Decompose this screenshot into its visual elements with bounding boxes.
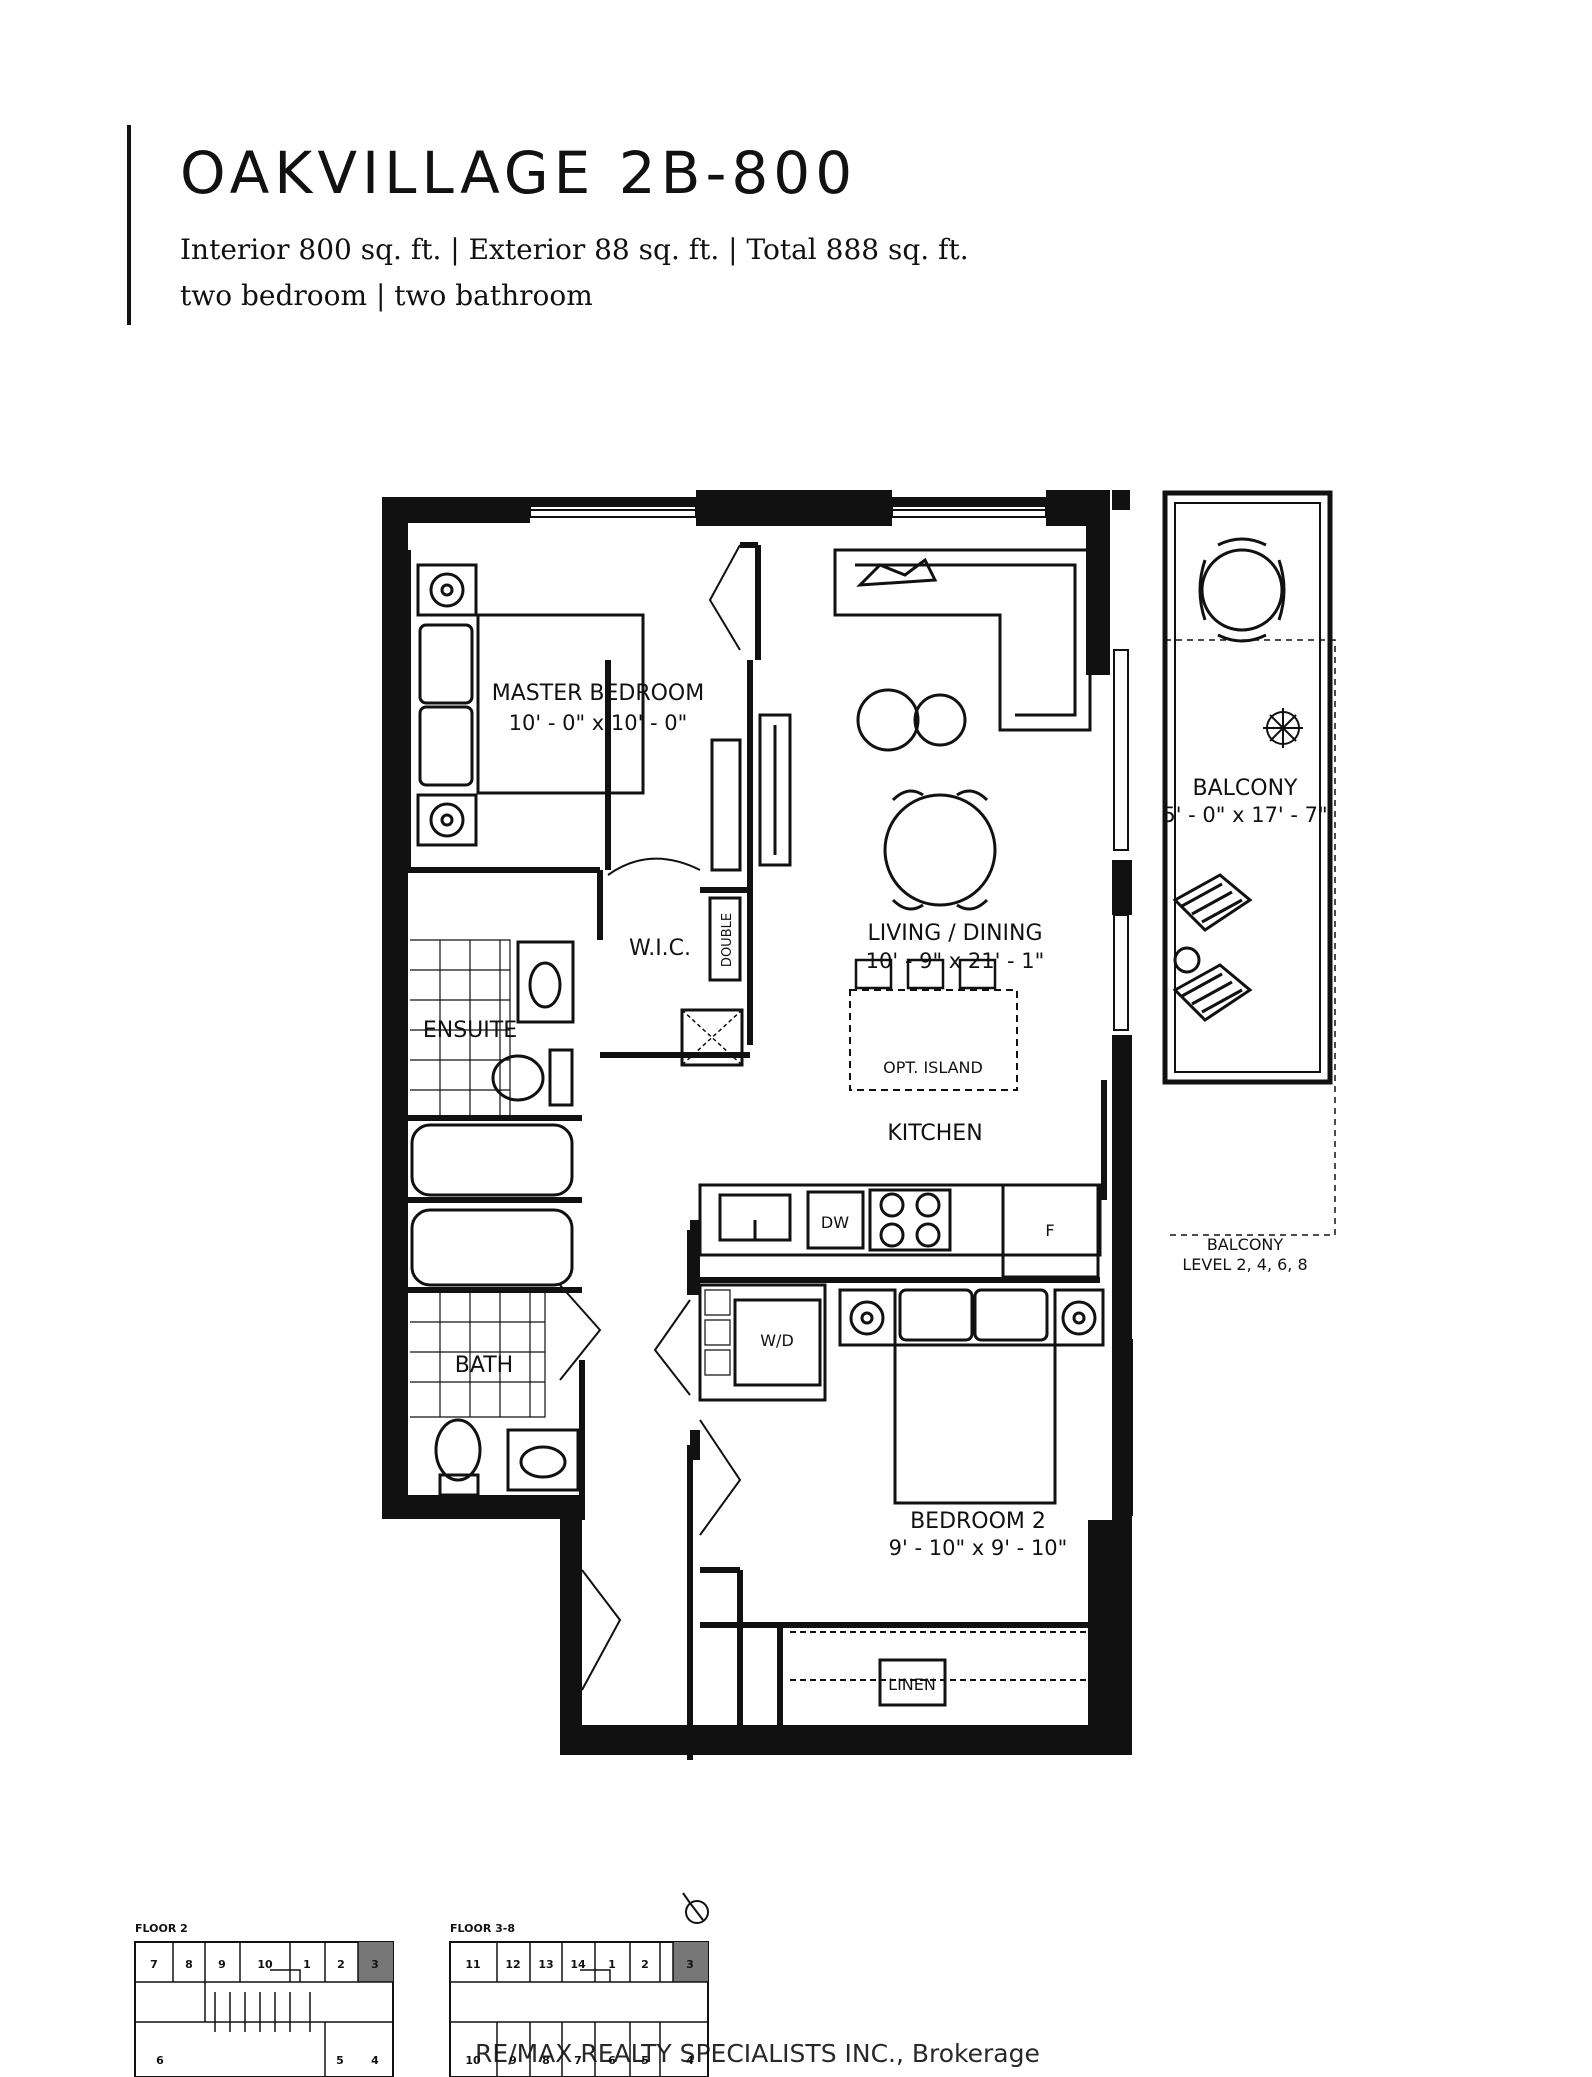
keyplan-floor3-8: FLOOR 3-8 11 12 13 14 1 2 3 10 9 8 7 6 5…	[449, 1922, 709, 2077]
island-stools	[854, 958, 997, 990]
laundry-closet	[698, 1283, 827, 1402]
balcony-plant	[1263, 708, 1303, 748]
keyplan-floor3-8-unit: 4	[686, 2054, 694, 2067]
keyplan-floor3-8-unit: 2	[641, 1958, 649, 1971]
kitchen-label: KITCHEN	[887, 1121, 982, 1146]
washer-dryer-label: W/D	[760, 1331, 794, 1350]
living-dining-label: LIVING / DINING	[867, 921, 1042, 946]
fridge-label: F	[1045, 1221, 1054, 1240]
compass-icon	[682, 1892, 709, 1924]
keyplan-floor3-8-unit: 1	[608, 1958, 616, 1971]
opt-island-label: OPT. ISLAND	[883, 1058, 983, 1077]
interior-walls	[405, 505, 1107, 1760]
keyplan-floor2: FLOOR 2 7 8 9 10 1 2 3 6 5 4	[134, 1922, 394, 2077]
keyplan-floor2-unit: 4	[371, 2054, 379, 2067]
keyplan-floor2-unit: 8	[185, 1958, 193, 1971]
windows	[529, 502, 1133, 1516]
dining-table	[883, 789, 997, 911]
area-specs: Interior 800 sq. ft. | Exterior 88 sq. f…	[180, 233, 969, 266]
ensuite-tiles	[410, 939, 511, 1121]
balcony-levels-list: LEVEL 2, 4, 6, 8	[1182, 1255, 1307, 1274]
dishwasher-label: DW	[821, 1213, 849, 1232]
balcony-label: BALCONY	[1193, 776, 1299, 801]
master-bed	[416, 563, 645, 847]
keyplan-floor2-unit: 9	[218, 1958, 226, 1971]
sofa	[833, 548, 1092, 732]
balcony-loungers	[1172, 873, 1253, 1022]
keyplan-floor2-label: FLOOR 2	[135, 1922, 188, 1935]
keyplan-floor2-unit: 2	[337, 1958, 345, 1971]
keyplan-floor2-unit: 3	[371, 1958, 379, 1971]
watermark: RE/MAX REALTY SPECIALISTS INC., Brokerag…	[475, 2039, 1040, 2068]
double-label: DOUBLE	[720, 913, 735, 967]
doors	[559, 544, 742, 1691]
ensuite-label: ENSUITE	[423, 1018, 517, 1043]
partition-walls	[690, 1220, 700, 1460]
double-closet	[680, 896, 744, 1067]
master-bedroom-label: MASTER BEDROOM	[492, 681, 704, 706]
balcony-dims: 5' - 0" x 17' - 7"	[1162, 803, 1327, 827]
keyplan-floor2-unit: 6	[156, 2054, 164, 2067]
keyplan-floor3-8-unit: 5	[641, 2054, 649, 2067]
balcony-table	[1198, 537, 1286, 643]
keyplan-floor3-8-unit: 7	[574, 2054, 582, 2067]
balcony-levels-title: BALCONY	[1207, 1235, 1284, 1254]
linen-label: LINEN	[888, 1675, 936, 1694]
bedroom2-label: BEDROOM 2	[910, 1509, 1046, 1534]
keyplan-floor3-8-unit: 14	[570, 1958, 586, 1971]
master-closet	[710, 713, 792, 872]
living-dining-dims: 10' - 9" x 21' - 1"	[866, 949, 1045, 973]
wic-label: W.I.C.	[629, 936, 691, 961]
bath-tiles	[410, 1291, 546, 1418]
opt-island-outline	[849, 989, 1018, 1091]
header-rule	[127, 125, 131, 325]
keyplan-floor2-unit: 1	[303, 1958, 311, 1971]
keyplan-floor3-8-unit: 8	[542, 2054, 550, 2067]
kitchen-counter	[698, 1183, 1102, 1279]
master-bedroom-dims: 10' - 0" x 10' - 0"	[509, 711, 688, 735]
keyplan-floor2-unit: 10	[257, 1958, 273, 1971]
exterior-walls	[382, 490, 1132, 1755]
keyplan-floor3-8-unit: 13	[538, 1958, 553, 1971]
keyplan-floor2-unit: 5	[336, 2054, 344, 2067]
ensuite-fixtures	[410, 940, 575, 1287]
keyplan-floor3-8-unit: 12	[505, 1958, 520, 1971]
keyplan-floor3-8-unit: 6	[608, 2054, 616, 2067]
coffee-tables	[856, 688, 967, 752]
bedroom2-dims: 9' - 10" x 9' - 10"	[889, 1536, 1068, 1560]
keyplan-floor3-8-unit: 3	[686, 1958, 694, 1971]
keyplan-floor2-unit: 7	[150, 1958, 158, 1971]
bath-label: BATH	[455, 1353, 513, 1378]
keyplan-floor3-8-unit: 9	[509, 2054, 517, 2067]
keyplan-floor3-8-label: FLOOR 3-8	[450, 1922, 515, 1935]
bedroom2-bed	[838, 1288, 1105, 1505]
bedroom2-closet	[790, 1631, 1100, 1707]
keyplan-floor3-8-unit: 10	[465, 2054, 481, 2067]
keyplan-floor3-8-unit: 11	[465, 1958, 480, 1971]
plan-title: OAKVILLAGE 2B-800	[180, 139, 858, 207]
bath-fixtures	[434, 1418, 580, 1497]
balcony-outline	[1162, 490, 1336, 1236]
room-count: two bedroom | two bathroom	[180, 279, 593, 312]
